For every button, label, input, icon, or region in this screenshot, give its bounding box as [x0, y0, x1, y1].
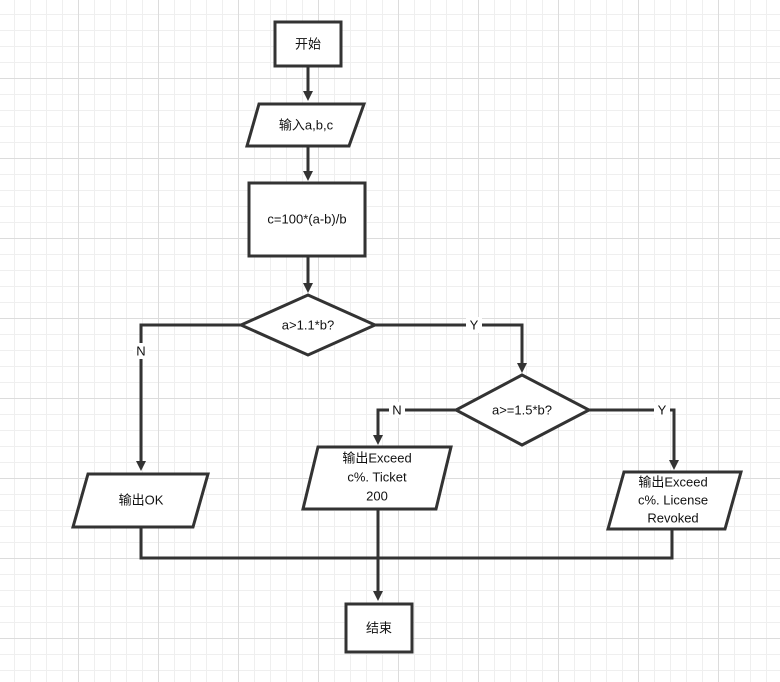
start-node-label: 开始: [295, 37, 321, 52]
output-license-line1: 输出Exceed: [638, 475, 707, 490]
decision1-node: [237, 293, 379, 357]
end-node: [344, 602, 414, 654]
decision2-node-label: a>=1.5*b?: [492, 403, 552, 418]
compute-node-label: c=100*(a-b)/b: [267, 212, 346, 227]
edge-label-no-1: N: [136, 344, 145, 359]
end-node-label: 结束: [366, 621, 392, 636]
output-ticket-line3: 200: [366, 489, 388, 504]
edge-decision1-yes: [375, 323, 527, 373]
edge-label-bg: [654, 402, 670, 418]
input-node: [245, 102, 367, 148]
edge-decision1-no: [136, 323, 241, 471]
output-license-node: [606, 470, 743, 531]
compute-node: [247, 181, 367, 258]
decision2-node: [452, 373, 593, 447]
input-node-label: 输入a,b,c: [279, 118, 334, 133]
edge-label-bg: [389, 402, 405, 418]
output-ok-node-label: 输出OK: [119, 493, 164, 508]
decision1-node-label: a>1.1*b?: [282, 318, 334, 333]
output-license-line2: c%. License: [638, 493, 708, 508]
edge-decision2-no: [373, 408, 456, 445]
edge-label-yes-1: Y: [470, 318, 479, 333]
edge-label-bg: [133, 343, 149, 359]
edge-label-yes-2: Y: [658, 403, 667, 418]
start-node: [273, 20, 343, 68]
output-ok-node: [71, 472, 210, 529]
edge-decision2-yes: [589, 408, 679, 470]
edge-label-bg: [466, 317, 482, 333]
output-ticket-node: [301, 445, 453, 511]
output-license-line3: Revoked: [647, 511, 698, 526]
edge-label-no-2: N: [392, 403, 401, 418]
output-ticket-line1: 输出Exceed: [342, 451, 411, 466]
edge-outputs-merge: [139, 527, 674, 560]
output-ticket-line2: c%. Ticket: [347, 470, 407, 485]
